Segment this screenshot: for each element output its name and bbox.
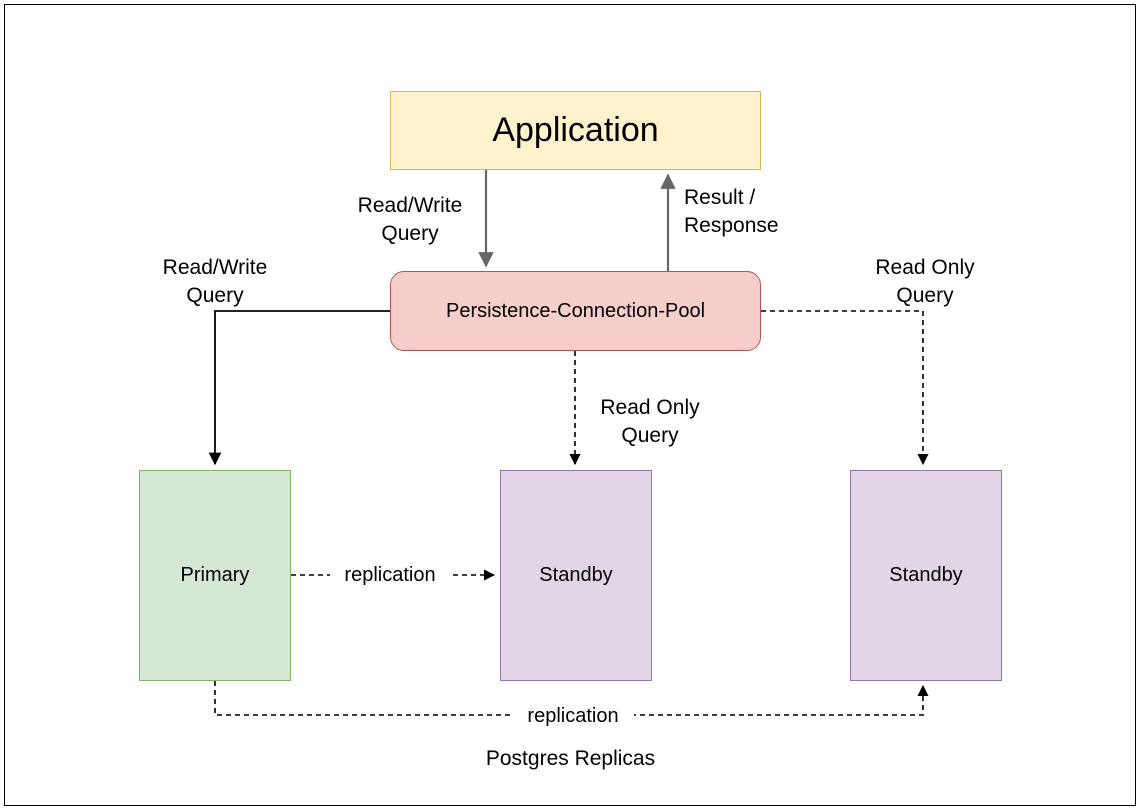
edge-label-pool-to-app: Result / Response: [684, 186, 779, 237]
edge-label-primary-to-standby-right: replication: [512, 703, 634, 730]
edge-label-app-to-pool: Read/Write Query: [357, 194, 463, 245]
diagram-caption: Postgres Replicas: [485, 747, 656, 770]
node-application[interactable]: Application: [390, 91, 761, 170]
node-standby-right[interactable]: Standby: [850, 470, 1002, 681]
edge-label-primary-to-standby-center: replication: [330, 562, 450, 589]
node-application-label: Application: [492, 111, 659, 149]
node-standby-center-label: Standby: [539, 564, 613, 586]
edge-label-pool-to-standby-right: Read Only Query: [875, 256, 975, 307]
edge-label-pool-to-standby-center: Read Only Query: [600, 396, 700, 447]
node-standby-center[interactable]: Standby: [500, 470, 652, 681]
node-primary[interactable]: Primary: [139, 470, 291, 681]
node-standby-right-label: Standby: [889, 564, 963, 586]
node-persistence-connection-pool[interactable]: Persistence-Connection-Pool: [390, 271, 761, 351]
edge-label-pool-to-primary: Read/Write Query: [162, 256, 268, 307]
node-pool-label: Persistence-Connection-Pool: [445, 299, 706, 322]
edge-pool-to-primary: [208, 310, 390, 466]
edge-pool-to-standby-right: [761, 310, 929, 466]
node-primary-label: Primary: [180, 564, 250, 586]
